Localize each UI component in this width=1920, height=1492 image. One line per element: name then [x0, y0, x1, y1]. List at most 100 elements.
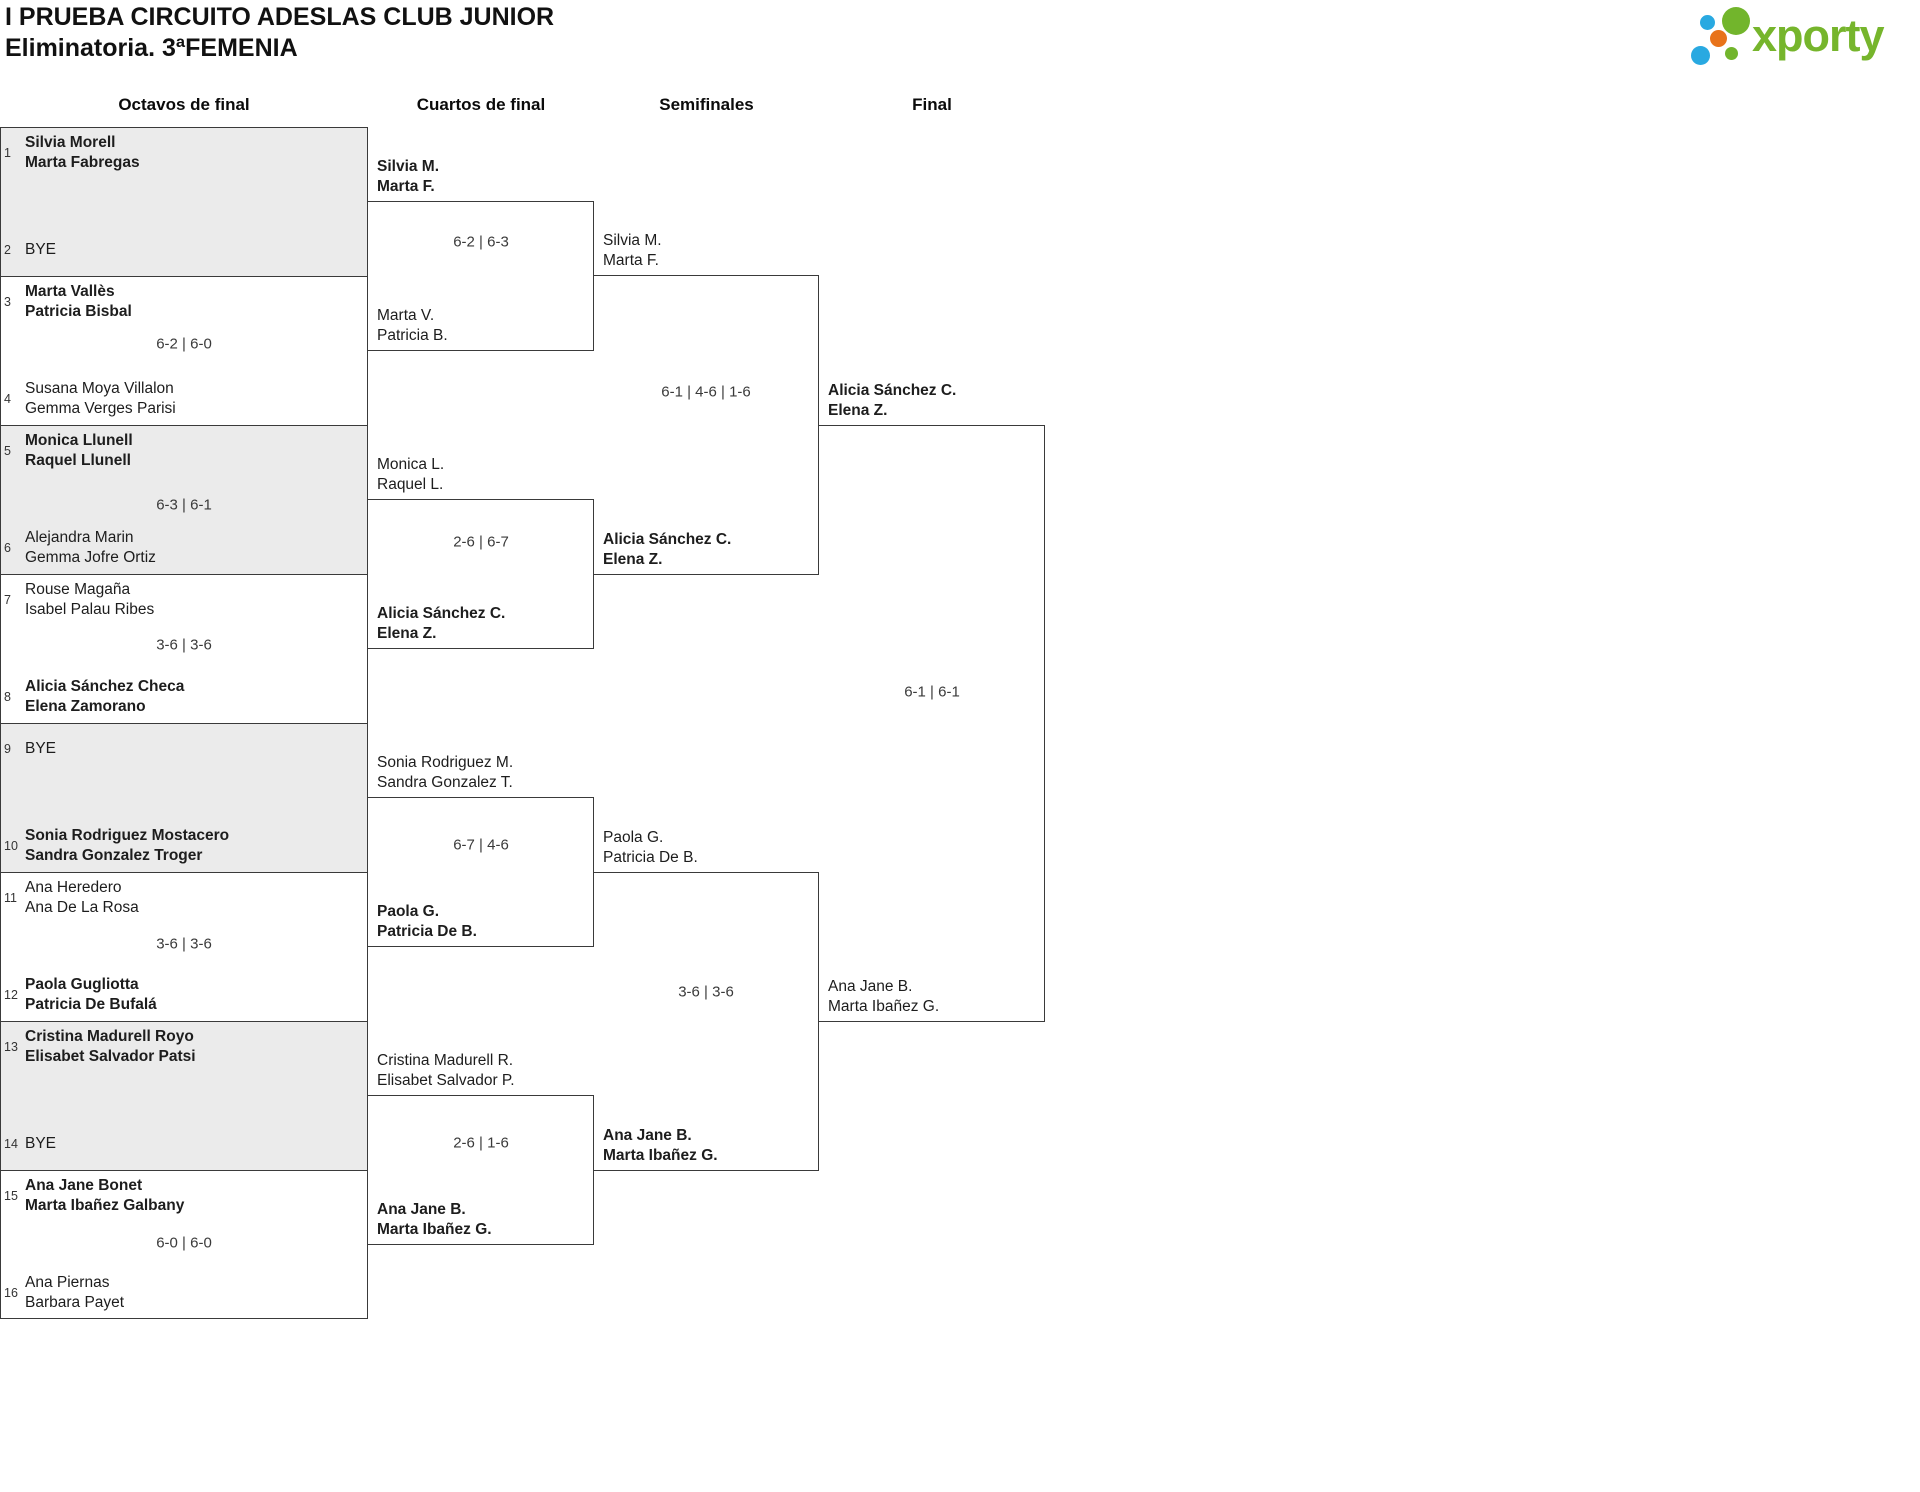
- bracket-line: [1044, 425, 1045, 1022]
- semifinal-m2-bottom-team: Ana Jane B.Marta Ibañez G.: [603, 1124, 718, 1168]
- team-line-2: Gemma Verges Parisi: [25, 400, 176, 417]
- team-line-2: Patricia Bisbal: [25, 303, 132, 320]
- team-line-2: Elena Z.: [828, 402, 888, 419]
- team-line-2: Patricia De B.: [603, 849, 698, 866]
- cuartos-m4-score: 2-6 | 1-6: [453, 1134, 509, 1152]
- bracket-line: [368, 797, 594, 798]
- team-line-2: Elena Z.: [603, 551, 663, 568]
- seed-number: 8: [4, 690, 11, 704]
- team-names: BYE: [25, 739, 56, 759]
- octavos-match-2-score: 6-2 | 6-0: [156, 335, 212, 353]
- seed-number: 13: [4, 1040, 18, 1054]
- team-line-1: Paola Gugliotta: [25, 976, 139, 993]
- logo-dot-orange: [1710, 30, 1727, 47]
- team-line-2: Raquel L.: [377, 476, 444, 493]
- team-line-2: Gemma Jofre Ortiz: [25, 549, 156, 566]
- team-line-1: Silvia Morell: [25, 134, 116, 151]
- bracket-line: [594, 1170, 819, 1171]
- bracket-line: [594, 872, 819, 873]
- octavos-match-2-cell: [1, 277, 367, 426]
- team-line-1: Silvia M.: [603, 232, 662, 249]
- logo-dot-green-small: [1725, 47, 1738, 60]
- team-names: Alicia Sánchez C.Elena Z.: [377, 604, 505, 644]
- bracket-line: [593, 499, 594, 649]
- team-line-2: Marta Fabregas: [25, 154, 140, 171]
- bracket-line: [594, 275, 819, 276]
- team-line-1: Silvia M.: [377, 158, 440, 175]
- team-line-1: Rouse Magaña: [25, 581, 131, 598]
- tournament-title-block: I PRUEBA CIRCUITO ADESLAS CLUB JUNIOR El…: [5, 2, 554, 64]
- seed-number: 5: [4, 444, 11, 458]
- bracket-line: [368, 648, 594, 649]
- team-line-2: Patricia De Bufalá: [25, 996, 157, 1013]
- team-line-1: Monica Llunell: [25, 432, 133, 449]
- seed-number: 10: [4, 839, 18, 853]
- team-line-2: Sandra Gonzalez Troger: [25, 847, 203, 864]
- bracket-line: [593, 797, 594, 947]
- team-names: Monica L.Raquel L.: [377, 455, 444, 495]
- octavos-match-3-cell: [1, 426, 367, 575]
- team-line-2: Marta F.: [603, 252, 659, 269]
- tournament-title: I PRUEBA CIRCUITO ADESLAS CLUB JUNIOR: [5, 3, 555, 31]
- team-line-1: Alicia Sánchez C.: [603, 531, 732, 548]
- team-line-2: Elisabet Salvador Patsi: [25, 1048, 196, 1065]
- seed-number: 4: [4, 392, 11, 406]
- seed-number: 9: [4, 742, 11, 756]
- round-header-semifinales: Semifinales: [659, 95, 754, 114]
- team-names: BYE: [25, 1134, 56, 1154]
- octavos-match-6-cell: [1, 873, 367, 1022]
- seed-number: 2: [4, 243, 11, 257]
- bracket-line: [368, 1095, 594, 1096]
- octavos-match-4-cell: [1, 575, 367, 724]
- octavos-column: [0, 127, 368, 1319]
- bracket-line: [594, 574, 819, 575]
- team-line-2: Raquel Llunell: [25, 452, 131, 469]
- octavos-match-3-score: 6-3 | 6-1: [156, 496, 212, 514]
- tournament-subtitle: Eliminatoria. 3ªFEMENIA: [5, 34, 298, 62]
- team-line-1: Ana Heredero: [25, 879, 122, 896]
- bracket-line: [819, 425, 1045, 426]
- octavos-match-6-score: 3-6 | 3-6: [156, 935, 212, 953]
- round-header-octavos: Octavos de final: [118, 95, 250, 114]
- team-line-2: Sandra Gonzalez T.: [377, 774, 513, 791]
- team-line-1: Sonia Rodriguez M.: [377, 754, 514, 771]
- team-line-1: Ana Piernas: [25, 1274, 110, 1291]
- logo-dot-blue-small: [1700, 15, 1715, 30]
- semifinal-m1-score: 6-1 | 4-6 | 1-6: [661, 383, 751, 401]
- team-line-1: Ana Jane B.: [377, 1201, 466, 1218]
- team-line-1: BYE: [25, 1135, 57, 1152]
- team-line-1: Paola G.: [603, 829, 664, 846]
- semifinal-m1-top-team: Silvia M. Marta F.: [603, 229, 662, 273]
- team-names: Ana Jane B.Marta Ibañez G.: [828, 977, 939, 1017]
- bracket-line: [818, 275, 819, 575]
- octavos-match-1-cell: [1, 128, 367, 277]
- bracket-line: [819, 1021, 1045, 1022]
- final-score: 6-1 | 6-1: [904, 683, 960, 701]
- xporty-logo[interactable]: xporty: [1688, 4, 1916, 68]
- final-top-team: Alicia Sánchez C.Elena Z.: [828, 379, 956, 423]
- team-line-2: Patricia De B.: [377, 923, 477, 940]
- octavos-match-8-score: 6-0 | 6-0: [156, 1234, 212, 1252]
- team-line-2: Ana De La Rosa: [25, 899, 139, 916]
- bracket-line: [368, 499, 594, 500]
- logo-dot-green-large: [1722, 7, 1750, 35]
- cuartos-m4-bottom-team: Ana Jane B. Marta Ibañez G.: [377, 1198, 492, 1242]
- cuartos-m1-bottom-team: Marta V.Patricia B.: [377, 304, 448, 348]
- team-line-1: Cristina Madurell R.: [377, 1052, 514, 1069]
- team-line-2: Marta Ibañez G.: [377, 1221, 492, 1238]
- cuartos-m2-score: 2-6 | 6-7: [453, 533, 509, 551]
